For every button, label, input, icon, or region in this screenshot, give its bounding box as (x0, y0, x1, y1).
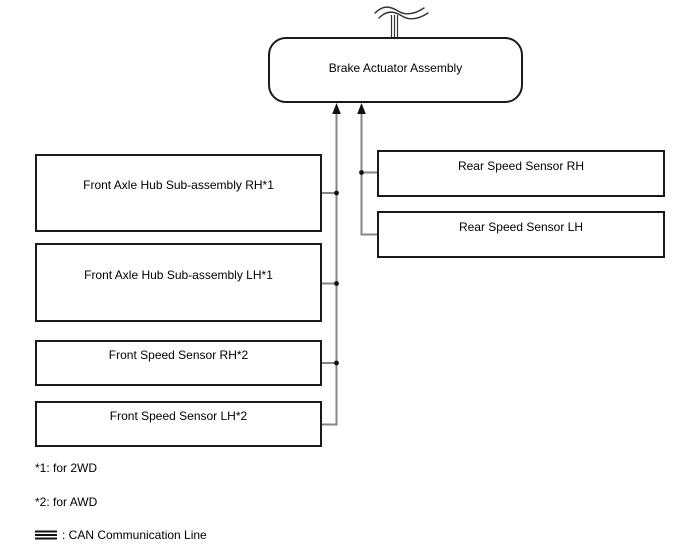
node-label: Front Axle Hub Sub-assembly LH*1 (84, 267, 273, 282)
node-front-axle-hub-rh: Front Axle Hub Sub-assembly RH*1 (35, 154, 322, 232)
node-label: Front Speed Sensor RH*2 (108, 348, 249, 362)
legend-label: : CAN Communication Line (62, 528, 207, 542)
can-line-legend-icon (35, 530, 57, 540)
node-front-speed-sensor-rh: Front Speed Sensor RH*2 (35, 340, 322, 386)
arrow-up-icon (332, 103, 366, 114)
node-rear-speed-sensor-rh: Rear Speed Sensor RH (377, 150, 665, 197)
node-label: Rear Speed Sensor LH (458, 219, 584, 234)
legend-can-communication-line: : CAN Communication Line (35, 528, 207, 542)
node-label: Front Speed Sensor LH*2 (109, 409, 248, 423)
node-label: Brake Actuator Assembly (328, 61, 463, 75)
node-rear-speed-sensor-lh: Rear Speed Sensor LH (377, 211, 665, 258)
node-label: Front Axle Hub Sub-assembly RH*1 (83, 178, 274, 192)
node-front-speed-sensor-lh: Front Speed Sensor LH*2 (35, 401, 322, 447)
node-brake-actuator-assembly: Brake Actuator Assembly (268, 37, 523, 103)
junction-dots (334, 170, 364, 366)
footnote-awd: *2: for AWD (35, 495, 98, 509)
node-front-axle-hub-lh: Front Axle Hub Sub-assembly LH*1 (35, 243, 322, 322)
node-label: Rear Speed Sensor RH (457, 158, 585, 173)
can-bus-icon (374, 6, 429, 38)
footnote-2wd: *1: for 2WD (35, 461, 98, 475)
